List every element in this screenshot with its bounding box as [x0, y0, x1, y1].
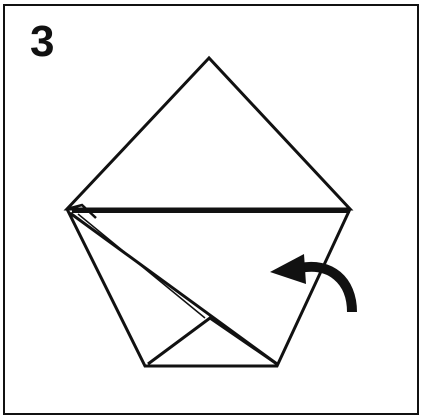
curved-arrow-left-icon — [270, 254, 352, 312]
pentagon-body-outline — [67, 209, 350, 366]
top-flap-triangle — [67, 58, 350, 209]
bottom-inner-triangle — [148, 318, 277, 364]
inner-flap-crease — [78, 214, 205, 318]
